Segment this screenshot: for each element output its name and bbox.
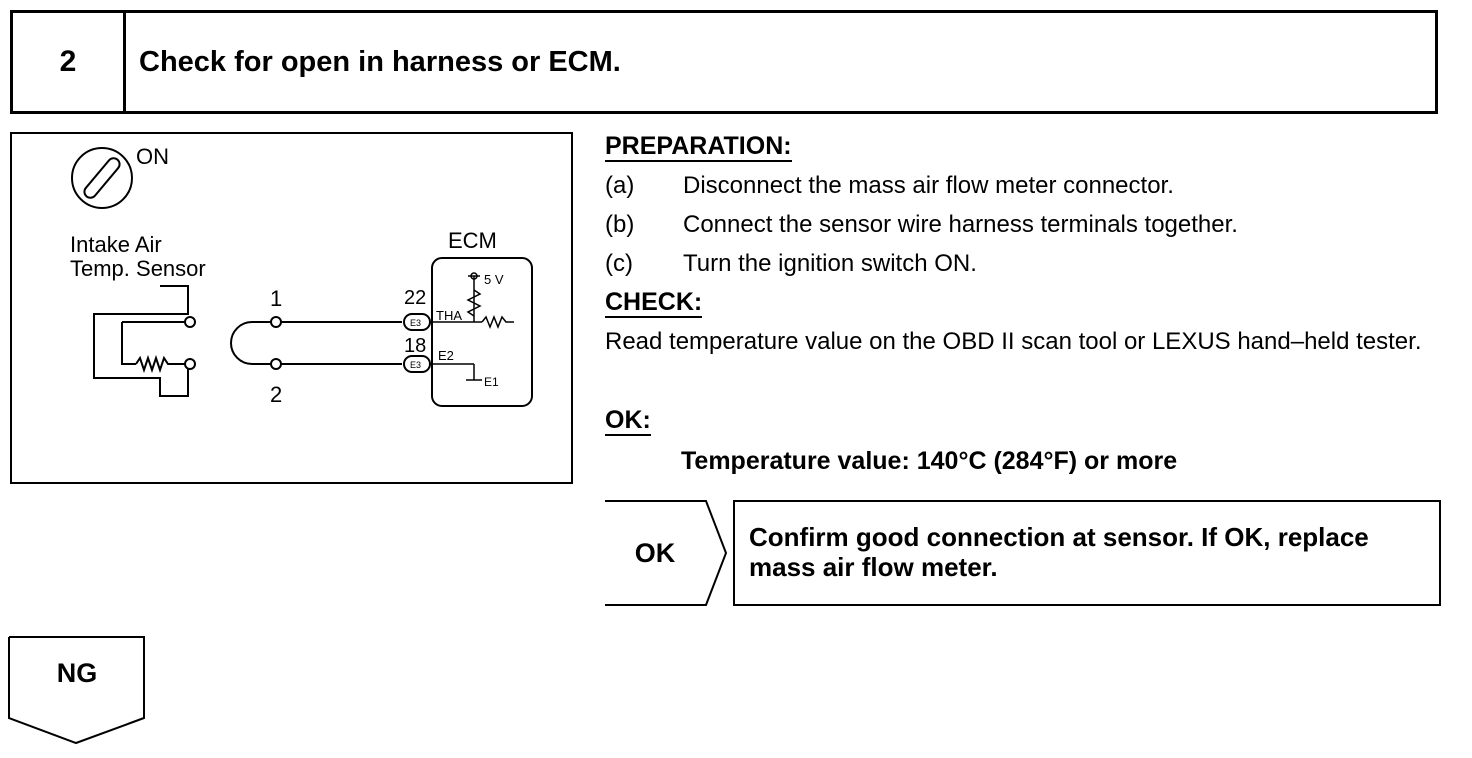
wiring-diagram: ON Intake Air Temp. Sensor 1 2 ECM 22 18 <box>10 132 573 484</box>
ecm-internal-circuit <box>430 275 514 381</box>
intake-air-temp-sensor <box>93 285 196 397</box>
tha-label: THA <box>436 308 462 323</box>
wiring-diagram-svg: ON Intake Air Temp. Sensor 1 2 ECM 22 18 <box>70 144 533 407</box>
connector-e3-upper-label: E3 <box>410 318 421 328</box>
check-text: Read temperature value on the OBD II sca… <box>605 328 1422 355</box>
connector-e3-lower-label: E3 <box>410 360 421 370</box>
e1-label: E1 <box>484 375 499 389</box>
step-c-text: Turn the ignition switch ON. <box>683 250 977 277</box>
step-b-label: (b) <box>605 211 635 238</box>
e2-label: E2 <box>438 348 454 363</box>
pin-22-label: 22 <box>404 287 426 309</box>
ecm-label: ECM <box>448 228 497 253</box>
pin-2-label: 2 <box>270 382 282 407</box>
ecm-box <box>431 257 533 407</box>
check-title: CHECK: <box>605 288 703 318</box>
harness-loop <box>230 316 402 370</box>
preparation-title: PREPARATION: <box>605 132 792 162</box>
step-a-label: (a) <box>605 172 635 199</box>
step-a-text: Disconnect the mass air flow meter conne… <box>683 172 1174 199</box>
sensor-label-line1: Intake Air <box>70 232 162 257</box>
step-title: Check for open in harness or ECM. <box>139 45 621 78</box>
ok-arrow-shape <box>605 500 728 606</box>
ng-result-label: NG <box>56 658 98 688</box>
ignition-on-label: ON <box>136 144 169 169</box>
ok-result-label: OK <box>634 537 676 568</box>
sensor-label-line2: Temp. Sensor <box>70 256 206 281</box>
supply-node <box>470 272 478 280</box>
pin-18-label: 18 <box>404 335 426 357</box>
ok-title: OK: <box>605 406 651 436</box>
ok-spec: Temperature value: 140°C (284°F) or more <box>681 447 1178 475</box>
voltage-label: 5 V <box>484 272 504 287</box>
ng-arrow-shape <box>8 636 145 745</box>
step-header: 2 Check for open in harness or ECM. <box>10 10 1438 114</box>
pin-1-label: 1 <box>270 286 282 311</box>
ok-result-action: Confirm good connection at sensor. If OK… <box>733 500 1441 606</box>
step-number: 2 <box>13 13 126 111</box>
step-b-text: Connect the sensor wire harness terminal… <box>683 211 1238 238</box>
step-c-label: (c) <box>605 250 633 277</box>
ignition-key-icon <box>71 147 133 209</box>
